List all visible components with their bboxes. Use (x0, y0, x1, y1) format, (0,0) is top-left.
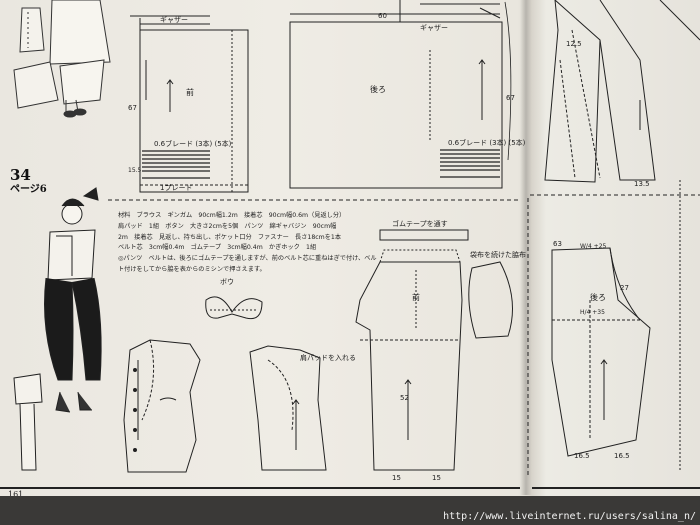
page-number: 161 (8, 490, 24, 499)
reference-page-label: ページ6 (10, 184, 47, 195)
label-gather-back: ギャザー (420, 24, 448, 32)
label-braid-bottom: 1プレード (160, 184, 192, 192)
separators (0, 198, 700, 489)
watermark-url: http://www.liveinternet.ru/users/salina_… (443, 511, 696, 522)
materials-line: 肩パッド 1組 ボタン 大きさ2cmを5個 パンツ 綿ギャバジン 90cm幅 (118, 222, 337, 230)
materials-text: 材料 ブラウス ギンガム 90cm幅1.2m 接着芯 90cm幅0.6m（見返し… (118, 211, 380, 276)
label-elastic: ゴムテープを通す (392, 219, 448, 228)
pocket-pattern (468, 261, 513, 339)
label-top-width: 60 (378, 12, 387, 20)
label-pocket: 袋布を続けた脇布 (470, 250, 526, 259)
label-pants-back: 後ろ (590, 292, 606, 302)
materials-line: 2m 接着芯 見返し、持ち出し、ポケット口分 ファスナー 長さ18cmを1本 (118, 233, 342, 241)
label-front-length: 67 (128, 104, 137, 112)
label-63: 63 (553, 240, 562, 248)
label-bow: ボウ (220, 278, 234, 286)
back-pattern (289, 0, 512, 189)
materials-line: ベルト芯 3cm幅0.4m ゴムテープ 3cm幅0.4m かぎホック 1組 (118, 244, 317, 252)
label-back-length: 67 (506, 94, 515, 102)
pants-back-pattern (551, 180, 681, 470)
blouse-back-pattern (249, 345, 327, 471)
label-155: 15.5 (128, 167, 142, 174)
label-hem-left: 15 (392, 474, 401, 482)
reference-number: 34 ページ6 (10, 168, 47, 195)
label-braid-front: 0.6ブレード (3本) (5本) (154, 139, 232, 148)
label-165a: 16.5 (574, 452, 590, 460)
reference-number-value: 34 (10, 166, 31, 184)
label-hem-right: 15 (432, 474, 441, 482)
label-hip: H/4 +35 (580, 309, 605, 316)
label-135: 13.5 (634, 180, 650, 188)
label-braid-back: 0.6ブレード (3本) (5本) (448, 138, 526, 147)
label-pants-len: 52 (400, 394, 409, 402)
label-back: 後ろ (370, 84, 386, 94)
pants-pattern-top (530, 0, 700, 196)
label-165b: 16.5 (614, 452, 630, 460)
label-waist: W/4 +25 (580, 243, 607, 250)
fashion-illustration-bottom (13, 187, 102, 471)
label-front: 前 (186, 87, 194, 97)
blouse-front-pattern (123, 339, 201, 473)
bottom-bar (0, 496, 700, 525)
label-gather-front: ギャザー (160, 16, 188, 24)
page-gutter (520, 0, 532, 495)
materials-line: ◎パンツ ベルトは、後ろにゴムテープを通しますが、前のベルト芯に重ねはぎで付け、… (118, 255, 377, 273)
label-pants-front: 前 (412, 292, 420, 302)
materials-line: 材料 ブラウス ギンガム 90cm幅1.2m 接着芯 90cm幅0.6m（見返し… (118, 212, 346, 219)
fashion-illustration-top (13, 0, 111, 118)
bow-pattern (205, 296, 263, 320)
label-27: 27 (620, 284, 629, 292)
label-shoulder-pad: 肩パッドを入れる (300, 353, 356, 362)
label-125: 12.5 (566, 40, 582, 48)
pants-front-pattern (355, 229, 469, 471)
front-pattern (130, 15, 249, 193)
